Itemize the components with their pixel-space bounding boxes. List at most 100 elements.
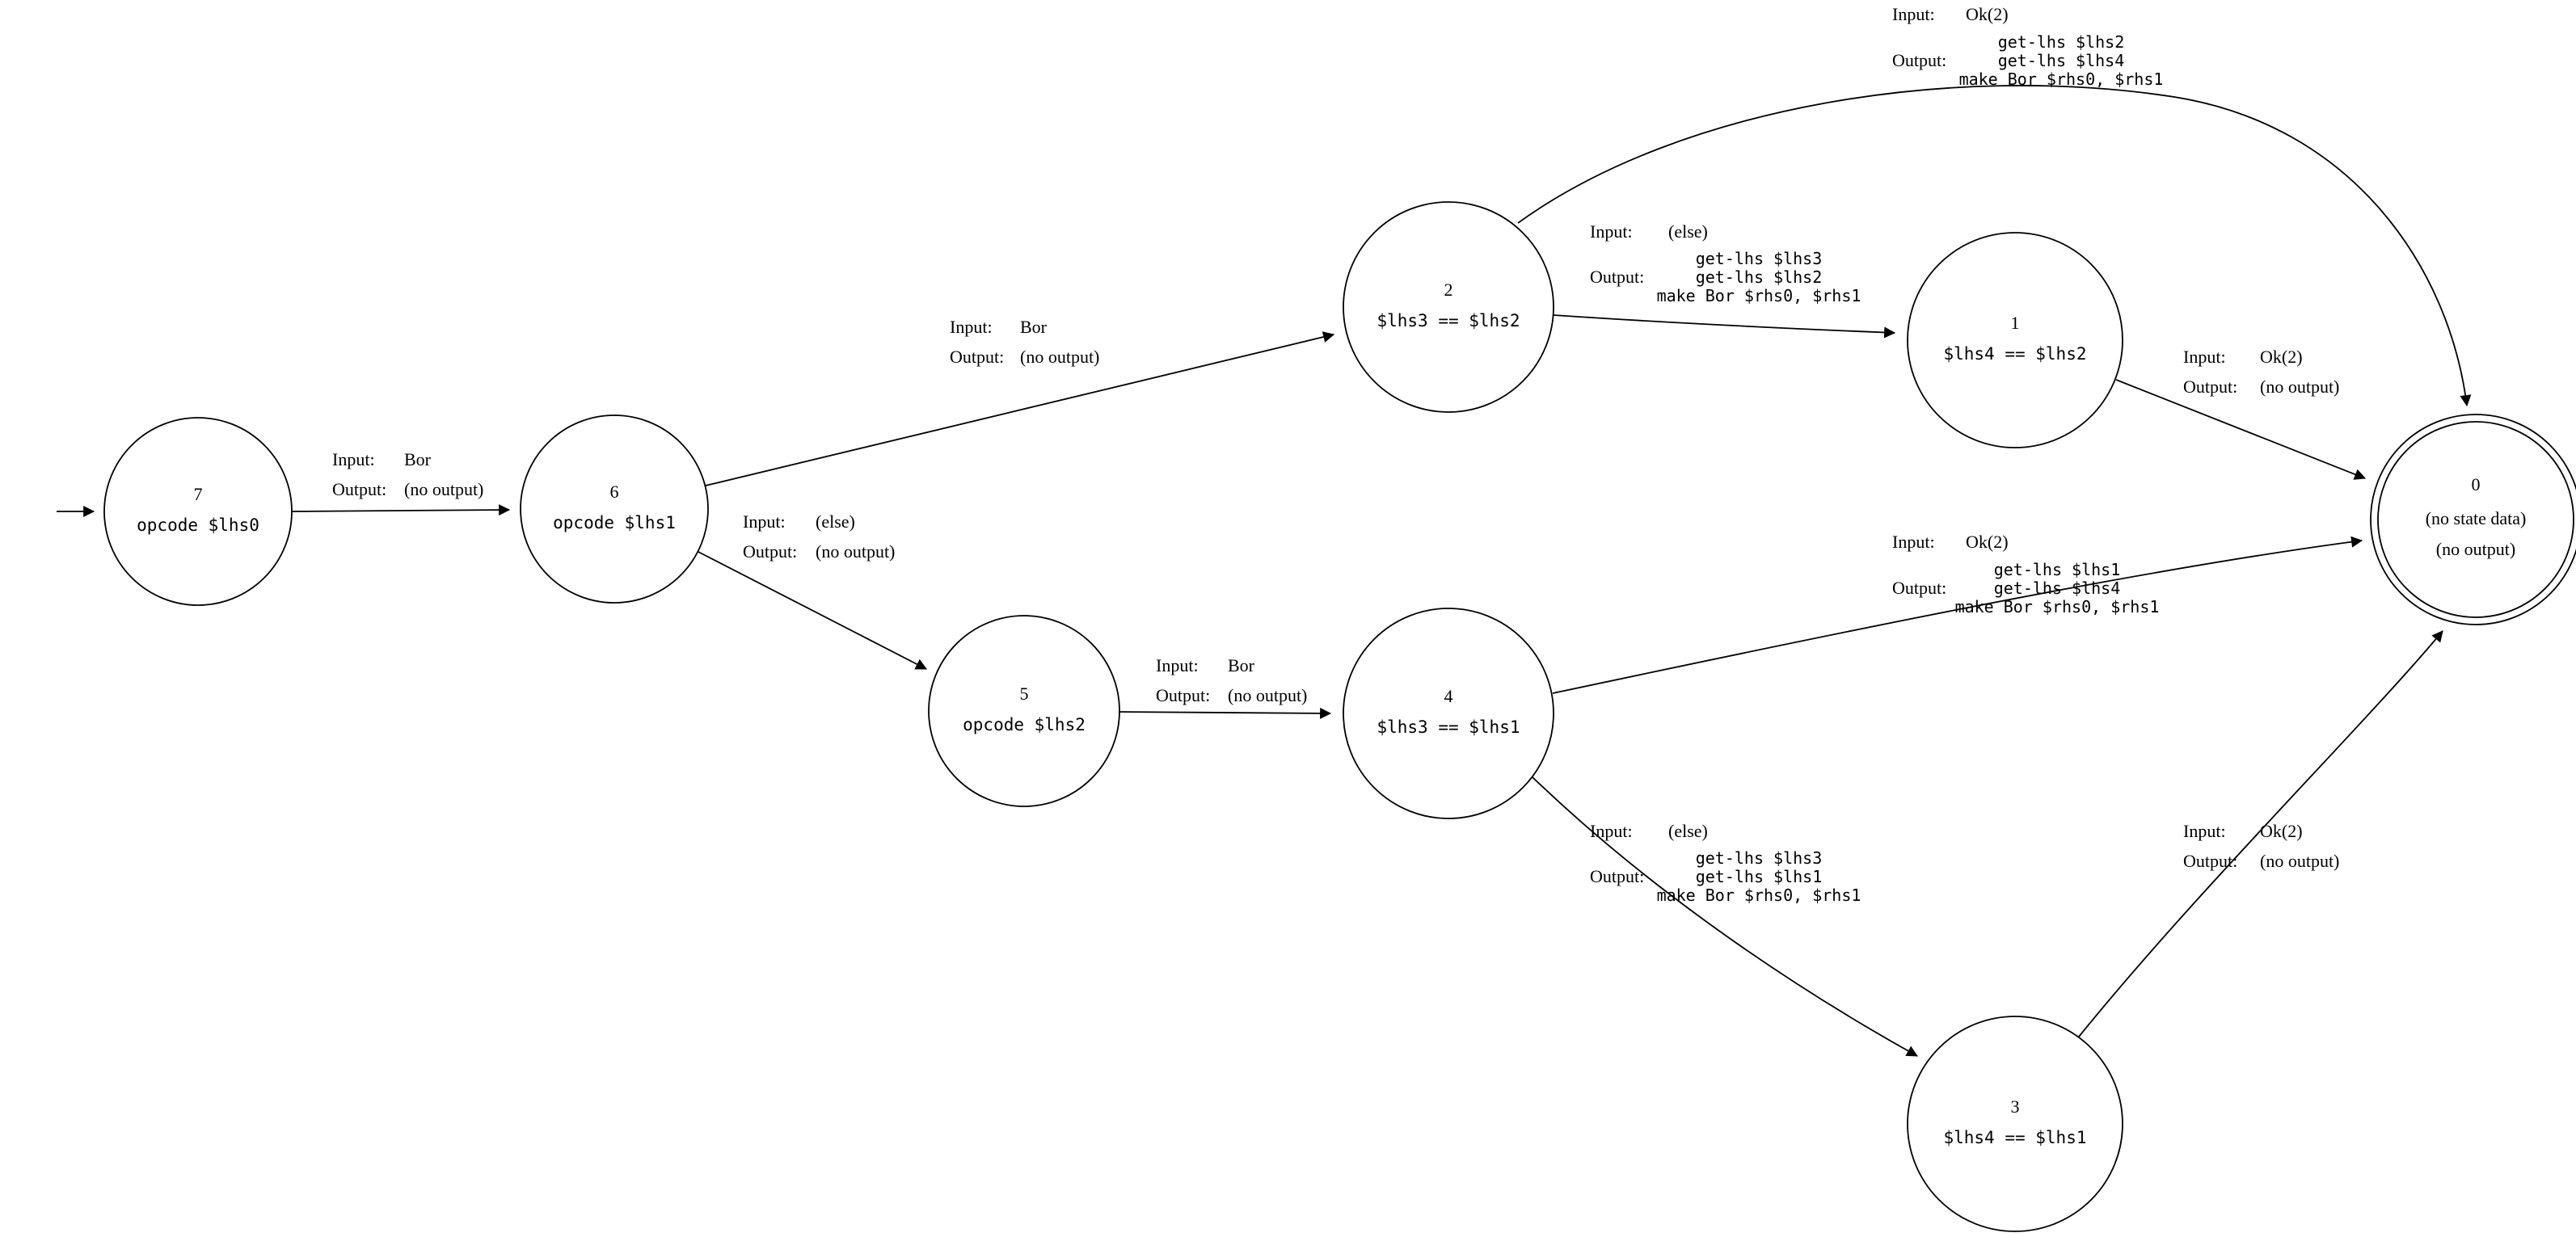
state-0-inner-circle	[2377, 421, 2574, 618]
edge-4-0-output-line-3: make Bor $rhs0, $rhs1	[1955, 597, 2160, 616]
state-7: 7 opcode $lhs0	[103, 417, 293, 606]
edge-1-0-input-key: Input:	[2183, 347, 2226, 367]
state-3: 3 $lhs4 == $lhs1	[1907, 1016, 2123, 1232]
edge-2-1-input-value: (else)	[1668, 221, 1708, 242]
edge-4-3-label: Input: (else) Output: get-lhs $lhs3 get-…	[1590, 821, 1861, 905]
edge-4-0-output-key: Output:	[1892, 578, 1946, 598]
state-0: 0 (no state data) (no output)	[2370, 414, 2576, 625]
state-7-id: 7	[194, 484, 203, 504]
edge-3-0-output-key: Output:	[2183, 851, 2237, 871]
edge-4-3-output-line-3: make Bor $rhs0, $rhs1	[1657, 886, 1861, 905]
state-3-label: $lhs4 == $lhs1	[1943, 1128, 2086, 1147]
state-5: 5 opcode $lhs2	[928, 615, 1120, 807]
state-6: 6 opcode $lhs1	[520, 414, 709, 604]
edge-4-0-output-line-1: get-lhs $lhs1	[1994, 560, 2121, 579]
edge-3-0-path	[2078, 630, 2443, 1037]
edge-6-2-input-value: Bor	[1020, 317, 1048, 337]
edge-1-0-output-key: Output:	[2183, 377, 2237, 397]
state-2-circle	[1343, 201, 1554, 413]
edge-3-0-output-value: (no output)	[2260, 851, 2339, 871]
edge-5-4-input-key: Input:	[1156, 655, 1199, 675]
state-6-circle	[520, 414, 709, 604]
edge-1-0-output-value: (no output)	[2260, 377, 2339, 397]
edge-6-2-path	[705, 331, 1335, 486]
edge-3-0-input-value: Ok(2)	[2260, 821, 2303, 841]
edge-4-3-path	[1531, 776, 1918, 1057]
state-5-circle	[928, 615, 1120, 807]
edge-4-0-input-key: Input:	[1892, 532, 1935, 552]
edge-4-3-output-key: Output:	[1590, 866, 1644, 886]
state-4-circle	[1343, 608, 1554, 819]
state-5-label: opcode $lhs2	[963, 715, 1086, 734]
edge-6-5-label: Input: (else) Output: (no output)	[743, 511, 895, 562]
state-3-id: 3	[2011, 1096, 2020, 1117]
edge-6-2-input-key: Input:	[950, 317, 993, 337]
state-1-label: $lhs4 == $lhs2	[1943, 344, 2086, 364]
state-4: 4 $lhs3 == $lhs1	[1343, 608, 1554, 819]
edge-5-4-output-key: Output:	[1156, 685, 1210, 705]
state-7-circle	[103, 417, 293, 606]
edge-5-4-label: Input: Bor Output: (no output)	[1156, 655, 1307, 705]
edge-7-6-label: Input: Bor Output: (no output)	[332, 449, 483, 499]
edge-2-0-input-value: Ok(2)	[1966, 4, 2009, 24]
edge-7-6-output-value: (no output)	[404, 479, 483, 499]
edge-2-0-input-key: Input:	[1892, 4, 1935, 24]
state-5-id: 5	[1020, 684, 1029, 704]
edge-7-6-path	[291, 504, 511, 516]
state-2-label: $lhs3 == $lhs2	[1377, 311, 1520, 330]
edge-2-1-output-line-3: make Bor $rhs0, $rhs1	[1657, 286, 1861, 305]
edge-3-0-input-key: Input:	[2183, 821, 2226, 841]
state-7-label: opcode $lhs0	[137, 515, 259, 535]
state-2-id: 2	[1444, 280, 1453, 300]
edge-2-0-output-line-2: get-lhs $lhs4	[1998, 51, 2125, 70]
edge-4-3-input-key: Input:	[1590, 821, 1633, 841]
state-0-sublabel: (no output)	[2436, 539, 2515, 559]
edge-2-1-output-line-1: get-lhs $lhs3	[1696, 249, 1823, 268]
edge-7-6-input-key: Input:	[332, 449, 375, 469]
edge-2-0-output-key: Output:	[1892, 50, 1946, 70]
edge-4-0-output-line-2: get-lhs $lhs4	[1994, 579, 2121, 598]
edge-6-5-output-key: Output:	[743, 541, 797, 562]
edge-2-0-output-line-3: make Bor $rhs0, $rhs1	[1959, 69, 2164, 89]
edge-1-0-path	[2115, 379, 2367, 480]
edge-4-3-output-line-2: get-lhs $lhs1	[1696, 867, 1823, 886]
edge-4-3-output-line-1: get-lhs $lhs3	[1696, 848, 1823, 868]
state-6-label: opcode $lhs1	[553, 513, 676, 532]
state-1: 1 $lhs4 == $lhs2	[1907, 232, 2123, 448]
edge-1-0-label: Input: Ok(2) Output: (no output)	[2183, 347, 2339, 397]
edge-2-1-input-key: Input:	[1590, 221, 1633, 242]
edge-3-0-label: Input: Ok(2) Output: (no output)	[2183, 821, 2339, 871]
edge-6-5-path	[698, 551, 927, 670]
state-1-circle	[1907, 232, 2123, 448]
edge-2-0-output-line-1: get-lhs $lhs2	[1998, 32, 2125, 52]
edge-7-6-output-key: Output:	[332, 479, 386, 499]
edge-6-5-output-value: (no output)	[816, 541, 895, 562]
edge-4-0-input-value: Ok(2)	[1966, 532, 2009, 552]
edge-6-5-input-value: (else)	[816, 511, 855, 532]
edge-2-1-output-line-2: get-lhs $lhs2	[1696, 267, 1823, 287]
edge-2-1-label: Input: (else) Output: get-lhs $lhs3 get-…	[1590, 221, 1861, 305]
state-0-id: 0	[2472, 474, 2481, 494]
edge-6-2-output-value: (no output)	[1020, 347, 1099, 367]
edge-4-3-input-value: (else)	[1668, 821, 1708, 841]
edge-4-0-path	[1552, 536, 2363, 694]
edge-5-4-input-value: Bor	[1228, 655, 1255, 675]
edge-7-6-input-value: Bor	[404, 449, 432, 469]
state-2: 2 $lhs3 == $lhs2	[1343, 201, 1554, 413]
state-4-id: 4	[1444, 686, 1453, 706]
edge-6-2-label: Input: Bor Output: (no output)	[950, 317, 1099, 367]
state-3-circle	[1907, 1016, 2123, 1232]
state-0-label: (no state data)	[2426, 508, 2527, 528]
edge-2-0-label: Input: Ok(2) Output: get-lhs $lhs2 get-l…	[1892, 4, 2163, 89]
edge-4-0-label: Input: Ok(2) Output: get-lhs $lhs1 get-l…	[1892, 532, 2159, 616]
state-1-id: 1	[2011, 313, 2020, 333]
edge-5-4-output-value: (no output)	[1228, 685, 1307, 705]
edge-6-2-output-key: Output:	[950, 347, 1004, 367]
state-4-label: $lhs3 == $lhs1	[1377, 717, 1520, 737]
edge-1-0-input-value: Ok(2)	[2260, 347, 2303, 367]
edge-2-1-output-key: Output:	[1590, 267, 1644, 287]
edge-2-0-path	[1517, 85, 2472, 407]
edge-2-1-path	[1553, 314, 1896, 339]
edge-5-4-path	[1119, 707, 1332, 719]
